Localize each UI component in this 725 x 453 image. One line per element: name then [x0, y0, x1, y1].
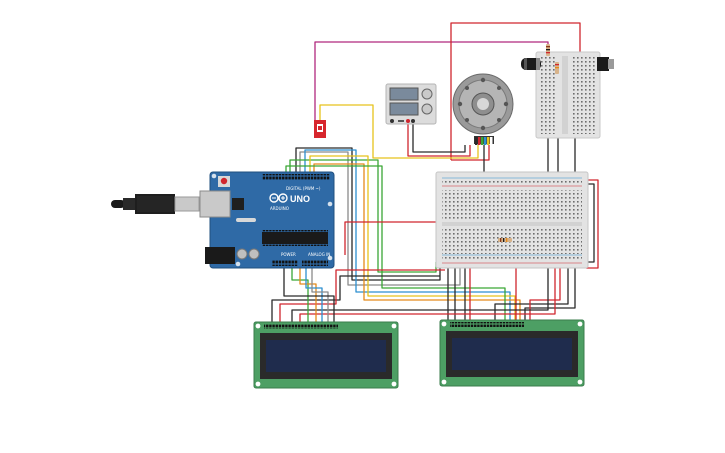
wire-green-arduino-2[interactable] [285, 165, 506, 322]
wire-black-lcd-l3[interactable] [283, 262, 335, 322]
wire-black-psu[interactable] [412, 122, 466, 153]
board-label: UNO [290, 194, 310, 204]
arduino-uno[interactable]: DIGITAL (PWM ~) UNO ARDUINO POWER ANALOG… [199, 171, 335, 269]
wire-yellow-switch[interactable] [319, 104, 479, 159]
analog-header [302, 260, 328, 266]
voltage-regulator[interactable] [597, 57, 614, 71]
power-supply[interactable] [385, 83, 437, 125]
power-label: POWER [281, 252, 296, 257]
usb-cable[interactable] [111, 194, 200, 214]
wire-gray-lcd-l[interactable] [311, 262, 329, 322]
analog-label: ANALOG IN [308, 252, 330, 257]
lcd-display-left[interactable] [253, 321, 399, 389]
brand-label: ARDUINO [270, 206, 289, 211]
power-jack [205, 247, 235, 264]
power-header [272, 260, 298, 266]
wire-black-right-long[interactable] [524, 262, 576, 322]
digital-header [262, 174, 330, 180]
wire-blue-lcd-l[interactable] [305, 262, 323, 322]
microcontroller-chip [262, 232, 328, 244]
small-breadboard[interactable] [535, 51, 601, 139]
wire-blue-arduino[interactable] [304, 149, 511, 322]
reset-button[interactable] [220, 177, 228, 185]
resistor-top[interactable] [546, 44, 559, 74]
wire-red-right-long[interactable] [529, 262, 561, 322]
wire-black-arduino-1[interactable] [295, 147, 441, 281]
wire-black-lcd-l1[interactable] [271, 275, 440, 322]
wire-orange-lcd-l[interactable] [299, 262, 317, 322]
wire-red-lcd-l1[interactable] [279, 269, 445, 322]
slide-switch[interactable] [314, 120, 326, 138]
wire-black-right-long2[interactable] [494, 262, 569, 322]
wire-red-right-rail[interactable] [586, 179, 599, 269]
wire-red-lcd-l2[interactable] [299, 262, 556, 322]
electrolytic-capacitor[interactable] [521, 58, 541, 70]
arduino-logo [269, 193, 288, 203]
dc-motor-encoder[interactable] [452, 73, 514, 145]
lcd-display-right[interactable] [439, 319, 585, 387]
wire-black-lcd-l2[interactable] [291, 262, 549, 322]
wire-red-motor[interactable] [451, 145, 490, 161]
wire-red-psu[interactable] [407, 122, 471, 157]
usb-port [199, 190, 231, 218]
resistor-main[interactable] [498, 238, 512, 242]
main-breadboard[interactable] [435, 171, 589, 269]
wire-red-top-loop[interactable] [450, 22, 581, 160]
digital-label: DIGITAL (PWM ~) [286, 186, 321, 191]
wire-gray-arduino[interactable] [299, 151, 461, 286]
